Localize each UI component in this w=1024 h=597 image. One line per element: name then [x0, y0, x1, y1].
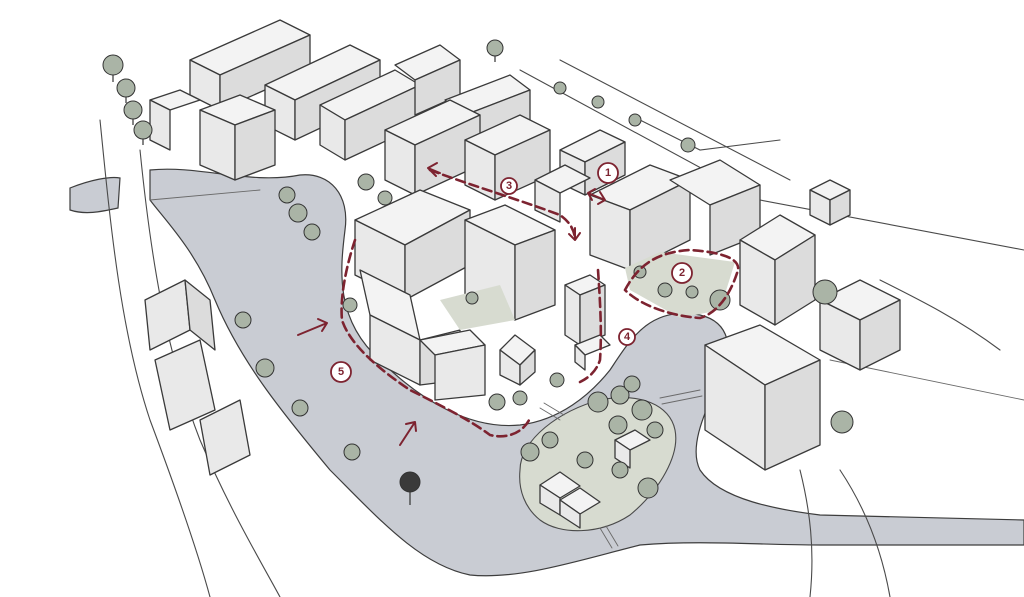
svg-text:4: 4	[624, 331, 631, 343]
marker-5: 5	[330, 361, 352, 383]
tree	[608, 415, 628, 435]
canal-left	[69, 176, 121, 214]
tree	[512, 390, 528, 406]
marker-4: 4	[618, 328, 636, 346]
tree	[549, 372, 565, 388]
arrow-3-west	[427, 162, 441, 177]
tree	[610, 385, 630, 405]
tree	[465, 291, 479, 305]
svg-text:3: 3	[506, 180, 512, 192]
arrow-5-north	[297, 318, 328, 336]
building-far-east	[704, 179, 901, 471]
marker-1: 1	[597, 162, 619, 184]
tree	[633, 265, 647, 279]
island-buildings	[539, 429, 651, 529]
arrow-5-east	[399, 421, 417, 446]
tree	[611, 461, 629, 479]
bridge-north	[659, 389, 703, 405]
park-area-2	[625, 252, 735, 318]
tree	[812, 279, 838, 305]
svg-text:1: 1	[605, 167, 611, 179]
tree	[657, 282, 673, 298]
tree	[628, 113, 642, 127]
marker-2: 2	[671, 262, 693, 284]
tree	[488, 393, 506, 411]
tree	[234, 311, 252, 329]
island-outline	[519, 397, 677, 532]
tree	[646, 421, 664, 439]
tree	[541, 431, 559, 449]
tree	[288, 203, 308, 223]
route-3-link	[428, 168, 577, 240]
tree	[303, 223, 321, 241]
tree	[102, 54, 124, 82]
tree	[123, 100, 143, 125]
tree	[486, 39, 504, 62]
arrow-3-south	[568, 227, 581, 241]
arrow-1	[587, 188, 606, 205]
tree	[830, 410, 854, 434]
tree	[576, 451, 594, 469]
tree	[116, 78, 136, 103]
tree	[637, 477, 659, 499]
tree	[133, 120, 153, 145]
tree	[685, 285, 699, 299]
marker-3: 3	[500, 177, 518, 195]
tree	[357, 173, 375, 191]
tree-dark	[399, 471, 421, 505]
trees	[102, 39, 854, 505]
building-east-block	[564, 159, 761, 371]
bridge-south	[599, 525, 619, 549]
tree	[591, 95, 605, 109]
tree	[343, 443, 361, 461]
river	[149, 168, 1024, 577]
tree	[680, 137, 696, 153]
route-east-edge	[578, 268, 603, 384]
tree	[623, 375, 641, 393]
tree	[520, 442, 540, 462]
tree	[291, 399, 309, 417]
tree	[587, 391, 609, 413]
tree	[631, 399, 653, 421]
tree	[709, 289, 731, 311]
tree	[255, 358, 275, 378]
tree	[377, 190, 393, 206]
tree	[342, 297, 358, 313]
svg-text:2: 2	[679, 267, 685, 279]
tree	[278, 186, 296, 204]
route-park-2	[623, 248, 740, 320]
tree	[553, 81, 567, 95]
building-row-west	[149, 89, 276, 181]
svg-text:5: 5	[338, 366, 344, 378]
building-south-west	[144, 279, 251, 476]
courtyard-green	[440, 285, 515, 330]
bridge-west	[539, 402, 565, 421]
route-riverside	[340, 238, 532, 438]
